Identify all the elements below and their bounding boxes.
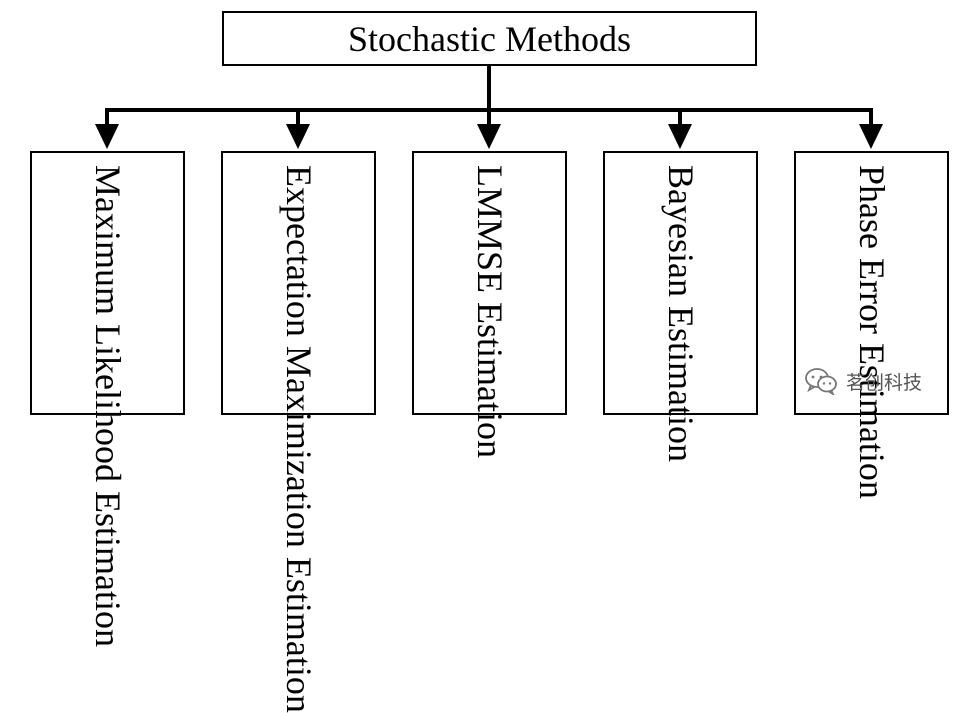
node-expectation-maximization: Expectation Maximization Estimation bbox=[221, 151, 376, 713]
node-label: LMMSE Estimation bbox=[470, 165, 510, 459]
arrow-to-phase-error bbox=[859, 108, 883, 149]
watermark-text: 茗创科技 bbox=[846, 371, 923, 394]
arrow-to-lmmse bbox=[477, 108, 501, 149]
arrow-to-maximum-likelihood bbox=[95, 108, 119, 149]
root-node-box: Stochastic Methods bbox=[222, 11, 757, 66]
watermark: 茗创科技 bbox=[804, 366, 922, 396]
node-label: Bayesian Estimation bbox=[661, 165, 701, 462]
connector-lines bbox=[95, 66, 883, 149]
arrow-to-bayesian bbox=[668, 108, 692, 149]
arrow-to-expectation-maximization bbox=[286, 108, 310, 149]
wechat-icon bbox=[805, 368, 837, 395]
node-lmmse: LMMSE Estimation bbox=[412, 151, 567, 459]
root-node-label: Stochastic Methods bbox=[348, 18, 631, 59]
node-bayesian: Bayesian Estimation bbox=[603, 151, 758, 462]
node-label: Phase Error Estimation bbox=[852, 165, 892, 499]
node-label: Maximum Likelihood Estimation bbox=[88, 165, 128, 647]
node-maximum-likelihood: Maximum Likelihood Estimation bbox=[30, 151, 185, 647]
node-label: Expectation Maximization Estimation bbox=[279, 165, 319, 713]
